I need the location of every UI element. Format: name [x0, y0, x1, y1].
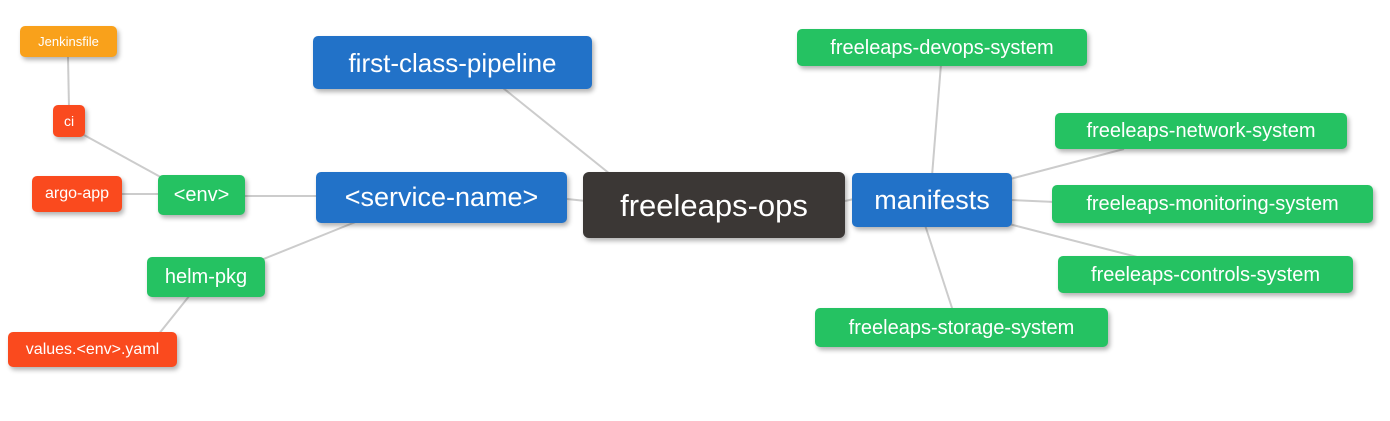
node-ci[interactable]: ci [53, 105, 85, 137]
node-env[interactable]: <env> [158, 175, 245, 215]
edge-manifests-monitoring [1009, 199, 1056, 203]
node-values-env-yaml[interactable]: values.<env>.yaml [8, 332, 177, 367]
edge-manifests-storage [924, 224, 954, 312]
node-argo-app[interactable]: argo-app [32, 176, 122, 212]
node-manifests[interactable]: manifests [852, 173, 1012, 227]
edge-manifests-network [1009, 148, 1125, 180]
edge-manifests-devops [931, 63, 942, 177]
edge-manifests-controls [1008, 223, 1146, 260]
edge-service-name-helm-pkg [260, 220, 359, 261]
node-jenkinsfile[interactable]: Jenkinsfile [20, 26, 117, 57]
edge-pipeline-ops [502, 87, 616, 179]
node-freeleaps-ops-root[interactable]: freeleaps-ops [583, 172, 845, 238]
node-service-name[interactable]: <service-name> [316, 172, 567, 223]
node-monitoring-system[interactable]: freeleaps-monitoring-system [1052, 185, 1373, 223]
edge-helm-pkg-values [157, 294, 191, 336]
node-storage-system[interactable]: freeleaps-storage-system [815, 308, 1108, 347]
node-first-class-pipeline[interactable]: first-class-pipeline [313, 36, 592, 89]
edge-jenkinsfile-ci [67, 56, 70, 109]
node-helm-pkg[interactable]: helm-pkg [147, 257, 265, 297]
edge-ci-env [83, 134, 167, 181]
edge-service-name-ops [566, 198, 587, 202]
node-controls-system[interactable]: freeleaps-controls-system [1058, 256, 1353, 293]
node-network-system[interactable]: freeleaps-network-system [1055, 113, 1347, 149]
node-devops-system[interactable]: freeleaps-devops-system [797, 29, 1087, 66]
